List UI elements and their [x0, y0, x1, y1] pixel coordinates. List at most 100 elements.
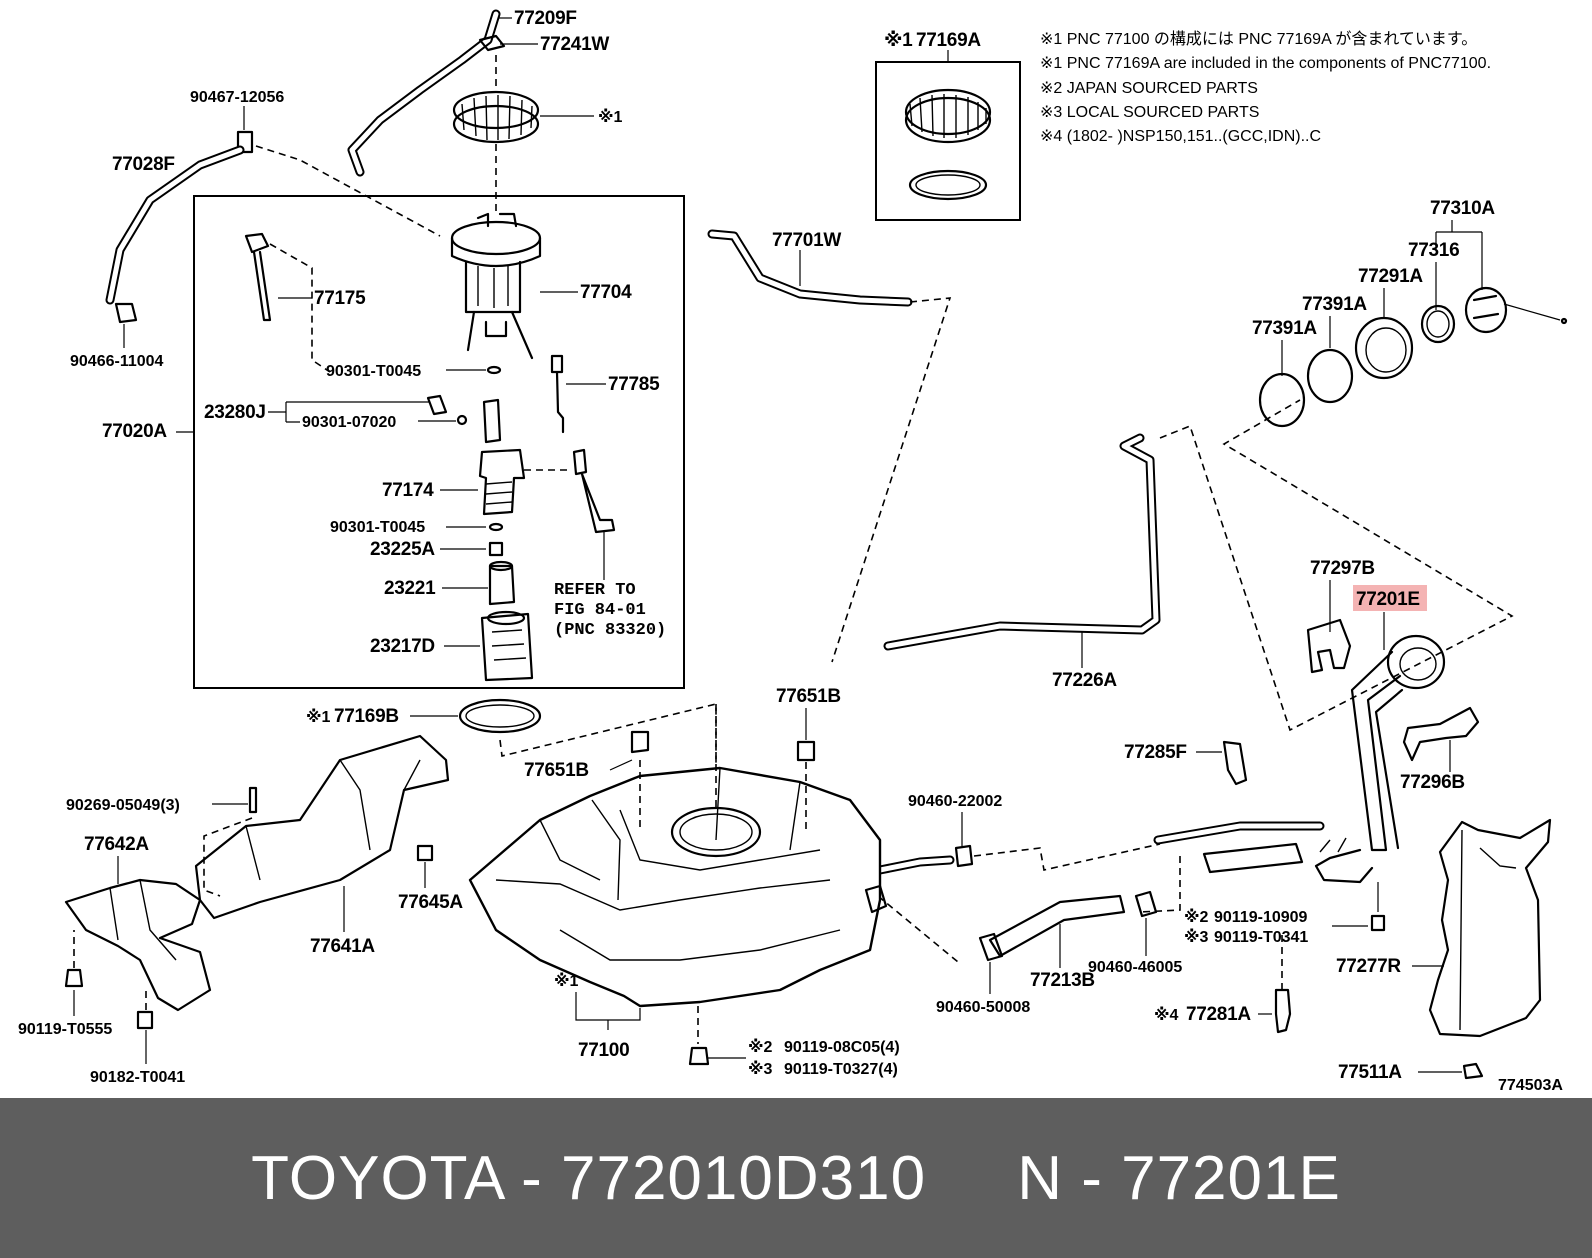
label-77169A[interactable]: 77169A [916, 30, 982, 51]
sensor-77281A-group: ※4 77281A [1154, 930, 1292, 1034]
label-23225A[interactable]: 23225A [370, 539, 436, 560]
leader [831, 297, 952, 663]
shape [476, 212, 518, 228]
shape [349, 11, 499, 175]
label-77316[interactable]: 77316 [1408, 240, 1460, 261]
breather-hose-group: 77285F 90460-22002 [755, 740, 1325, 913]
label-77391A-b[interactable]: 77391A [1252, 318, 1318, 339]
label-90460-46005[interactable]: 90460-46005 [1088, 959, 1182, 976]
label-77285F[interactable]: 77285F [1124, 742, 1187, 763]
cushion-77651B-group: 77651B 77651B [524, 686, 841, 830]
shape [107, 147, 243, 303]
shape [679, 813, 753, 851]
label-90467-12056[interactable]: 90467-12056 [190, 89, 284, 106]
label-77201E[interactable]: 77201E [1356, 589, 1420, 610]
shape [464, 260, 522, 314]
label-77226A[interactable]: 77226A [1052, 670, 1118, 691]
shape [478, 34, 506, 52]
clip-77645A-shape [416, 844, 434, 862]
fuel-tank-77100-shape [468, 766, 882, 1008]
label-90301-T0045-a[interactable]: 90301-T0045 [326, 363, 421, 380]
label-77645A[interactable]: 77645A [398, 892, 464, 913]
shape [1365, 327, 1407, 373]
label-90269-05049[interactable]: 90269-05049(3) [66, 797, 180, 814]
note-4: ※4 (1802- )NSP150,151..(GCC,IDN)..C [1040, 128, 1321, 145]
label-77241W[interactable]: 77241W [540, 34, 610, 55]
leader [269, 243, 331, 373]
label-23280J[interactable]: 23280J [204, 402, 266, 423]
wire-harness-shape [550, 354, 565, 434]
float-arm-shape [572, 448, 616, 534]
label-77785[interactable]: 77785 [608, 374, 660, 395]
label-90460-22002[interactable]: 90460-22002 [908, 793, 1002, 810]
label-77281A[interactable]: 77281A [1186, 1004, 1252, 1025]
shape [465, 704, 535, 728]
label-77175[interactable]: 77175 [314, 288, 366, 309]
shape [904, 96, 992, 144]
note-3: ※3 LOCAL SOURCED PARTS [1040, 104, 1259, 121]
protector-77277R-shape [1428, 818, 1552, 1038]
label-90460-50008[interactable]: 90460-50008 [936, 999, 1030, 1016]
label-77213B[interactable]: 77213B [1030, 970, 1095, 991]
label-90119-T0327[interactable]: 90119-T0327(4) [784, 1061, 898, 1078]
label-90119-08C05[interactable]: 90119-08C05(4) [784, 1039, 900, 1056]
label-77277R[interactable]: 77277R [1336, 956, 1402, 977]
label-77100[interactable]: 77100 [578, 1040, 630, 1061]
label-774503A: 774503A [1498, 1077, 1563, 1094]
label-90119-T0341[interactable]: 90119-T0341 [1214, 929, 1308, 946]
shape [486, 610, 526, 626]
label-77651B-a[interactable]: 77651B [776, 686, 841, 707]
nut-90182-T0041-shape [136, 1010, 154, 1030]
label-90119-T0555[interactable]: 90119-T0555 [18, 1021, 112, 1038]
label-77651B-b[interactable]: 77651B [524, 760, 589, 781]
clip-90460-50008-shape [978, 932, 1004, 962]
label-90301-T0045-b[interactable]: 90301-T0045 [330, 519, 425, 536]
shape [252, 250, 272, 322]
leader [1503, 303, 1561, 321]
label-77391A-a[interactable]: 77391A [1302, 294, 1368, 315]
highlight-77201E [1353, 585, 1427, 611]
fuel-system-parts-diagram: ※1 PNC 77100 の構成には PNC 77169A が含まれています。 … [18, 8, 1568, 1094]
label-77209F[interactable]: 77209F [514, 8, 577, 29]
shape [477, 266, 509, 308]
shape [452, 104, 540, 144]
label-77297B[interactable]: 77297B [1310, 558, 1375, 579]
label-77511A[interactable]: 77511A [1338, 1062, 1403, 1083]
clip-90467-shape [236, 130, 254, 154]
label-77174[interactable]: 77174 [382, 480, 434, 501]
label-23221[interactable]: 23221 [384, 578, 436, 599]
label-77310A[interactable]: 77310A [1430, 198, 1496, 219]
fuel-pump-module-box: 77020A ※1 77704 77175 90301-T0045 23280J… [102, 55, 685, 689]
label-77169B-mark: ※1 [306, 708, 331, 726]
label-90301-07020[interactable]: 90301-07020 [302, 414, 396, 431]
shape [1319, 837, 1347, 853]
leader [1159, 399, 1514, 732]
leader [639, 704, 717, 830]
fuel-tank-group: ※1 77100 ※2 90119-08C05(4) ※3 90119-T032… [468, 704, 900, 1078]
label-77169B[interactable]: 77169B [334, 706, 399, 727]
label-90466-11004[interactable]: 90466-11004 [70, 353, 164, 370]
label-90119-10909[interactable]: 90119-10909 [1214, 909, 1308, 926]
label-77642A[interactable]: 77642A [84, 834, 150, 855]
retainer-ring-shape [904, 88, 992, 136]
label-90182-T0041[interactable]: 90182-T0041 [90, 1069, 185, 1086]
label-77641A[interactable]: 77641A [310, 936, 376, 957]
label-77296B[interactable]: 77296B [1400, 772, 1465, 793]
label-77100-mark: ※1 [554, 972, 579, 990]
label-77701W[interactable]: 77701W [772, 230, 842, 251]
leader [1139, 856, 1181, 913]
label-77028F[interactable]: 77028F [112, 154, 175, 175]
label-23217D[interactable]: 23217D [370, 636, 435, 657]
clip-90460-46005-shape [1134, 890, 1158, 918]
shape [885, 435, 1159, 649]
clip-77511A-shape [1462, 1062, 1484, 1080]
bolt-90119-T0555-shape [64, 968, 84, 988]
label-77020A[interactable]: 77020A [102, 421, 168, 442]
box-77020A [193, 195, 685, 689]
gauge-sender-shape [244, 232, 270, 254]
label-77704[interactable]: 77704 [580, 282, 632, 303]
bolt-90119-08C05-shape [688, 1046, 710, 1066]
label-77291A[interactable]: 77291A [1358, 266, 1424, 287]
filler-neck-shape [1386, 634, 1446, 690]
